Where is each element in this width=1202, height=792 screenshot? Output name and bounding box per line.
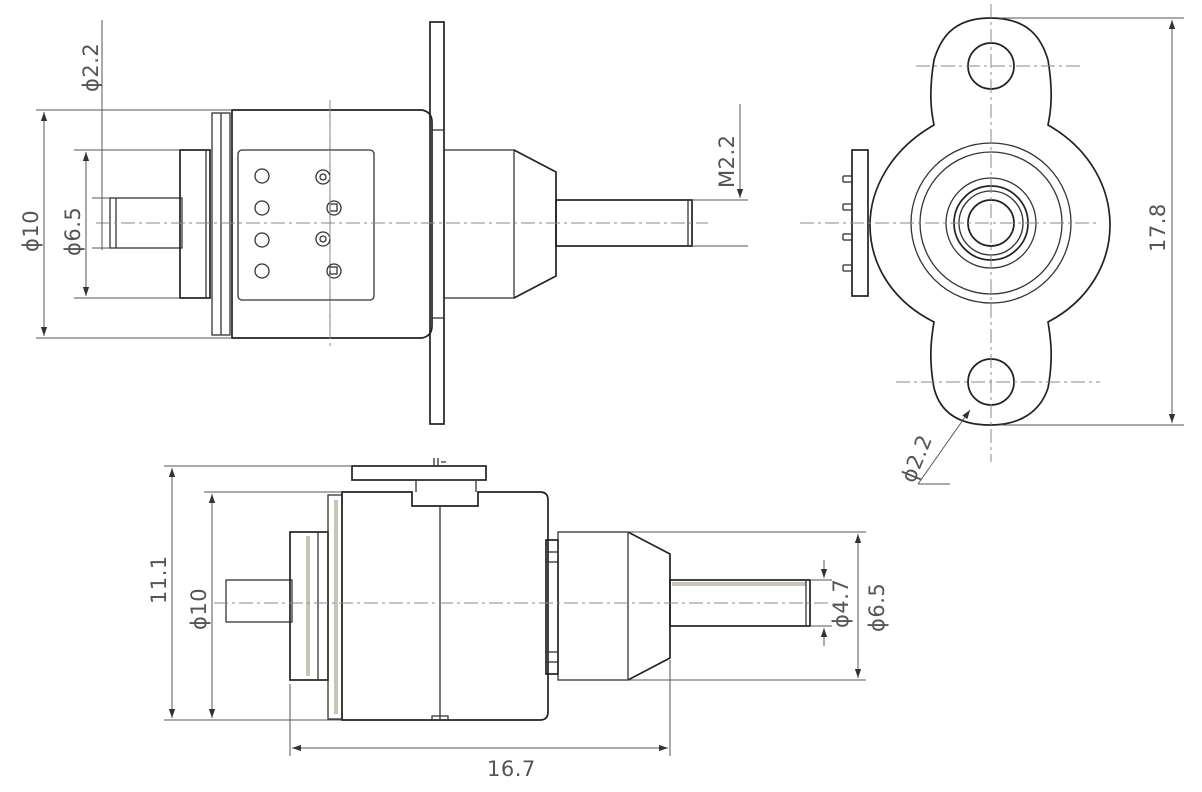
front-rear-cap	[179, 149, 211, 299]
end-hole-dia-label: ϕ2.2	[896, 431, 937, 486]
end-view-dimensions: 17.8 ϕ2.2	[896, 17, 1184, 486]
end-view	[800, 4, 1111, 462]
side-view	[214, 458, 830, 721]
front-view-dimensions: ϕ10 ϕ6.5 ϕ2.2 M2.2	[19, 20, 748, 339]
end-flange-outline	[869, 17, 1111, 426]
side-length-label: 16.7	[487, 757, 536, 781]
side-height-label: 11.1	[147, 555, 171, 604]
side-cone	[627, 531, 671, 681]
side-rear-shaft	[225, 579, 293, 623]
side-motor-can	[341, 491, 549, 721]
front-view	[96, 21, 708, 425]
front-dia-6-5-label: ϕ6.5	[61, 207, 85, 256]
front-terminal-block	[237, 149, 375, 301]
side-boss-dia-label: ϕ6.5	[865, 583, 889, 632]
front-terminal-holes	[254, 168, 342, 279]
end-height-label: 17.8	[1146, 203, 1170, 252]
front-motor-can	[231, 109, 433, 339]
side-top-tab	[351, 465, 487, 481]
front-dia-10-label: ϕ10	[19, 210, 43, 252]
front-cone	[513, 149, 557, 299]
side-dia-10-label: ϕ10	[187, 588, 211, 630]
side-shaft-dia-label: ϕ4.7	[829, 579, 853, 628]
front-thread-label: M2.2	[715, 134, 739, 188]
front-hole-dia-label: ϕ2.2	[79, 43, 103, 92]
side-view-dimensions: 11.1 ϕ10 ϕ4.7 ϕ6.5 16.7	[147, 465, 889, 781]
